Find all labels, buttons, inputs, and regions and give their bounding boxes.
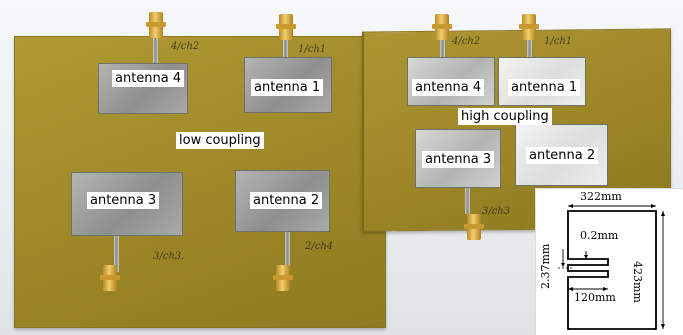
label-antenna-3-high: antenna 3 <box>422 151 495 168</box>
inset-slot-label: 120mm <box>574 291 616 304</box>
sma-connector-a4-high <box>432 14 452 40</box>
handwriting-2ch4-low: 2/ch4 <box>305 241 334 252</box>
handwriting-1ch1-low: 1/ch1 <box>298 44 327 55</box>
caption-low-coupling: low coupling <box>176 132 264 149</box>
feed-line-a3-high <box>465 184 470 214</box>
label-antenna-2-high: antenna 2 <box>526 147 599 164</box>
caption-high-coupling: high coupling <box>458 108 552 125</box>
inset-offset-label: 2.37mm <box>539 243 552 289</box>
inset-gap-label: 0.2mm <box>580 229 619 242</box>
feed-line-a1-low <box>283 30 288 66</box>
label-antenna-1-low: antenna 1 <box>251 79 324 96</box>
feed-line-a1-high <box>527 30 532 60</box>
handwriting-4ch2-low: 4/ch2 <box>171 41 200 52</box>
board-outline <box>567 210 657 330</box>
label-antenna-3-low: antenna 3 <box>87 192 160 209</box>
inset-drawing <box>558 204 665 330</box>
sma-connector-a1-low <box>276 14 296 40</box>
handwriting-4ch2-high: 4/ch2 <box>452 36 481 47</box>
label-antenna-1-high: antenna 1 <box>508 79 581 96</box>
label-antenna-4-high: antenna 4 <box>412 79 485 96</box>
inset-width-label: 322mm <box>580 190 622 203</box>
feed-line-a2-low <box>285 228 290 270</box>
sma-connector-a3-high <box>464 214 484 240</box>
handwriting-3ch3-high: 3/ch3 <box>482 206 511 217</box>
feed-line-a3-low <box>114 232 119 272</box>
sma-connector-a2-low <box>273 265 293 291</box>
inset-height-label: 423mm <box>631 261 644 303</box>
label-antenna-4-low: antenna 4 <box>112 70 185 87</box>
sma-connector-a4-low <box>146 12 166 38</box>
feed-line-a4-high <box>440 30 445 60</box>
label-antenna-2-low: antenna 2 <box>250 192 323 209</box>
handwriting-3ch3-low: 3/ch3. <box>153 251 185 262</box>
sma-connector-a1-high <box>519 14 539 40</box>
sma-connector-a3-low <box>100 265 120 291</box>
handwriting-1ch1-high: 1/ch1 <box>544 36 573 47</box>
feed-line-a4-low <box>153 30 158 74</box>
dimension-inset: 322mm 0.2mm 120mm 423mm 2.37mm <box>535 188 683 335</box>
